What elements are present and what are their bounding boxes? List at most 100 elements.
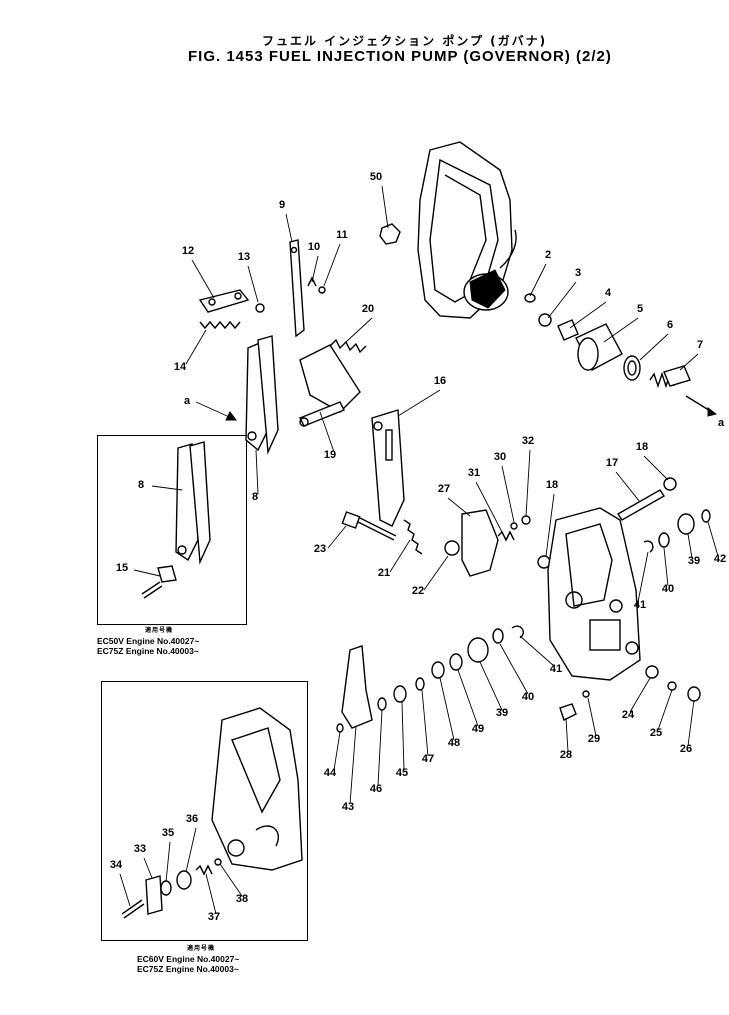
callout-49: 49 bbox=[472, 723, 484, 735]
callout-48: 48 bbox=[448, 737, 460, 749]
part-41-clip-left bbox=[511, 625, 524, 639]
part-41-clip-right bbox=[643, 540, 654, 553]
callout-36: 36 bbox=[186, 813, 198, 825]
part-35 bbox=[160, 880, 172, 896]
part-16-lever bbox=[371, 409, 405, 527]
callout-26: 26 bbox=[680, 743, 692, 755]
part-9-lever bbox=[289, 239, 305, 338]
callout-11: 11 bbox=[336, 229, 348, 241]
callout-47: 47 bbox=[422, 753, 434, 765]
callout-6: 6 bbox=[667, 319, 673, 331]
callout-34: 34 bbox=[110, 859, 123, 871]
callout-17: 17 bbox=[606, 457, 618, 469]
callout-24: 24 bbox=[622, 709, 635, 721]
callout-28: 28 bbox=[560, 749, 572, 761]
part-26-cap bbox=[687, 686, 701, 702]
inset-note-1-label: 適用号機 bbox=[145, 628, 174, 634]
callout-45: 45 bbox=[396, 767, 408, 779]
part-44-pin bbox=[336, 723, 344, 733]
callout-46: 46 bbox=[370, 783, 382, 795]
inset-note-2-line-1: EC60V Engine No.40027~ bbox=[137, 954, 240, 964]
figure-title-japanese: フュエル インジェクション ポンプ (ガバナ) bbox=[262, 34, 548, 48]
part-46-washer bbox=[377, 697, 387, 711]
part-50-nut bbox=[379, 223, 401, 245]
part-39-seal-right bbox=[677, 513, 695, 535]
inset-note-2-line-2: EC75Z Engine No.40003~ bbox=[137, 964, 239, 974]
part-33-plate bbox=[145, 875, 163, 915]
callout-16: 16 bbox=[434, 375, 446, 387]
governor-cover-center bbox=[547, 507, 641, 681]
part-13-washer bbox=[255, 303, 265, 313]
callout-14: 14 bbox=[174, 361, 187, 373]
callout-31: 31 bbox=[468, 467, 480, 479]
part-20-spring bbox=[329, 338, 367, 354]
callout-15: 15 bbox=[116, 562, 128, 574]
inset-note-1-line-1: EC50V Engine No.40027~ bbox=[97, 636, 200, 646]
inset-note-2: 適用号機 EC60V Engine No.40027~ EC75Z Engine… bbox=[137, 944, 239, 974]
parts-10-11 bbox=[307, 276, 326, 294]
callout-35: 35 bbox=[162, 827, 174, 839]
inset-note-2-label: 適用号機 bbox=[187, 946, 216, 952]
part-32 bbox=[521, 515, 531, 525]
inset-box-2 bbox=[101, 681, 308, 941]
arrow-marker-left: a bbox=[184, 395, 237, 421]
callout-27: 27 bbox=[438, 483, 450, 495]
part-40-washer-left bbox=[492, 628, 504, 644]
callout-20: 20 bbox=[362, 303, 374, 315]
callout-21: 21 bbox=[378, 567, 390, 579]
part-34-bolt bbox=[121, 899, 145, 919]
callout-9: 9 bbox=[279, 199, 285, 211]
part-27-plate bbox=[461, 509, 499, 577]
part-17-pin bbox=[617, 489, 665, 521]
callout-30: 30 bbox=[494, 451, 506, 463]
part-30 bbox=[510, 522, 518, 530]
part-40-washer-right bbox=[658, 532, 670, 548]
part-38 bbox=[214, 858, 222, 866]
callout-33: 33 bbox=[134, 843, 146, 855]
governor-housing-top bbox=[417, 141, 517, 319]
callout-5: 5 bbox=[637, 303, 643, 315]
part-18-plug-top bbox=[663, 477, 677, 491]
callout-40: 40 bbox=[522, 691, 534, 703]
callout-38: 38 bbox=[236, 893, 248, 905]
callout-8: 8 bbox=[252, 491, 258, 503]
part-24-nut bbox=[645, 665, 659, 679]
callout-10: 10 bbox=[308, 241, 320, 253]
callout-18: 18 bbox=[636, 441, 648, 453]
inset-2-cover-detail bbox=[211, 707, 303, 871]
part-28-plug bbox=[559, 703, 577, 721]
part-21-adjuster bbox=[403, 519, 423, 555]
part-22-nut bbox=[444, 540, 460, 556]
part-39-seal-left bbox=[467, 637, 489, 663]
callout-41: 41 bbox=[634, 599, 646, 611]
inset-note-1: 適用号機 EC50V Engine No.40027~ EC75Z Engine… bbox=[97, 626, 199, 656]
part-25-washer bbox=[667, 681, 677, 691]
callout-2: 2 bbox=[545, 249, 551, 261]
callout-41: 41 bbox=[550, 663, 562, 675]
callout-37: 37 bbox=[208, 911, 220, 923]
callout-3: 3 bbox=[575, 267, 581, 279]
part-14-spring bbox=[199, 320, 241, 330]
inset-box-1 bbox=[97, 435, 247, 625]
part-8-lever-main bbox=[245, 335, 279, 455]
arrow-marker-right-label: a bbox=[718, 417, 725, 429]
part-47-washer bbox=[415, 677, 425, 691]
part-29-washer bbox=[582, 690, 590, 698]
callout-29: 29 bbox=[588, 733, 600, 745]
callout-43: 43 bbox=[342, 801, 354, 813]
part-31-spring bbox=[497, 530, 515, 542]
callout-8: 8 bbox=[138, 479, 144, 491]
inset-1-lever-detail bbox=[141, 441, 211, 599]
callout-50: 50 bbox=[370, 171, 382, 183]
callout-12: 12 bbox=[182, 245, 194, 257]
arrow-marker-left-label: a bbox=[184, 395, 191, 407]
part-19-lever-shaft bbox=[299, 344, 361, 427]
callout-13: 13 bbox=[238, 251, 250, 263]
callout-42: 42 bbox=[714, 553, 726, 565]
leader-lines bbox=[119, 185, 719, 915]
part-43-lever bbox=[341, 645, 373, 729]
part-37-spring bbox=[195, 864, 213, 876]
callout-4: 4 bbox=[605, 287, 612, 299]
